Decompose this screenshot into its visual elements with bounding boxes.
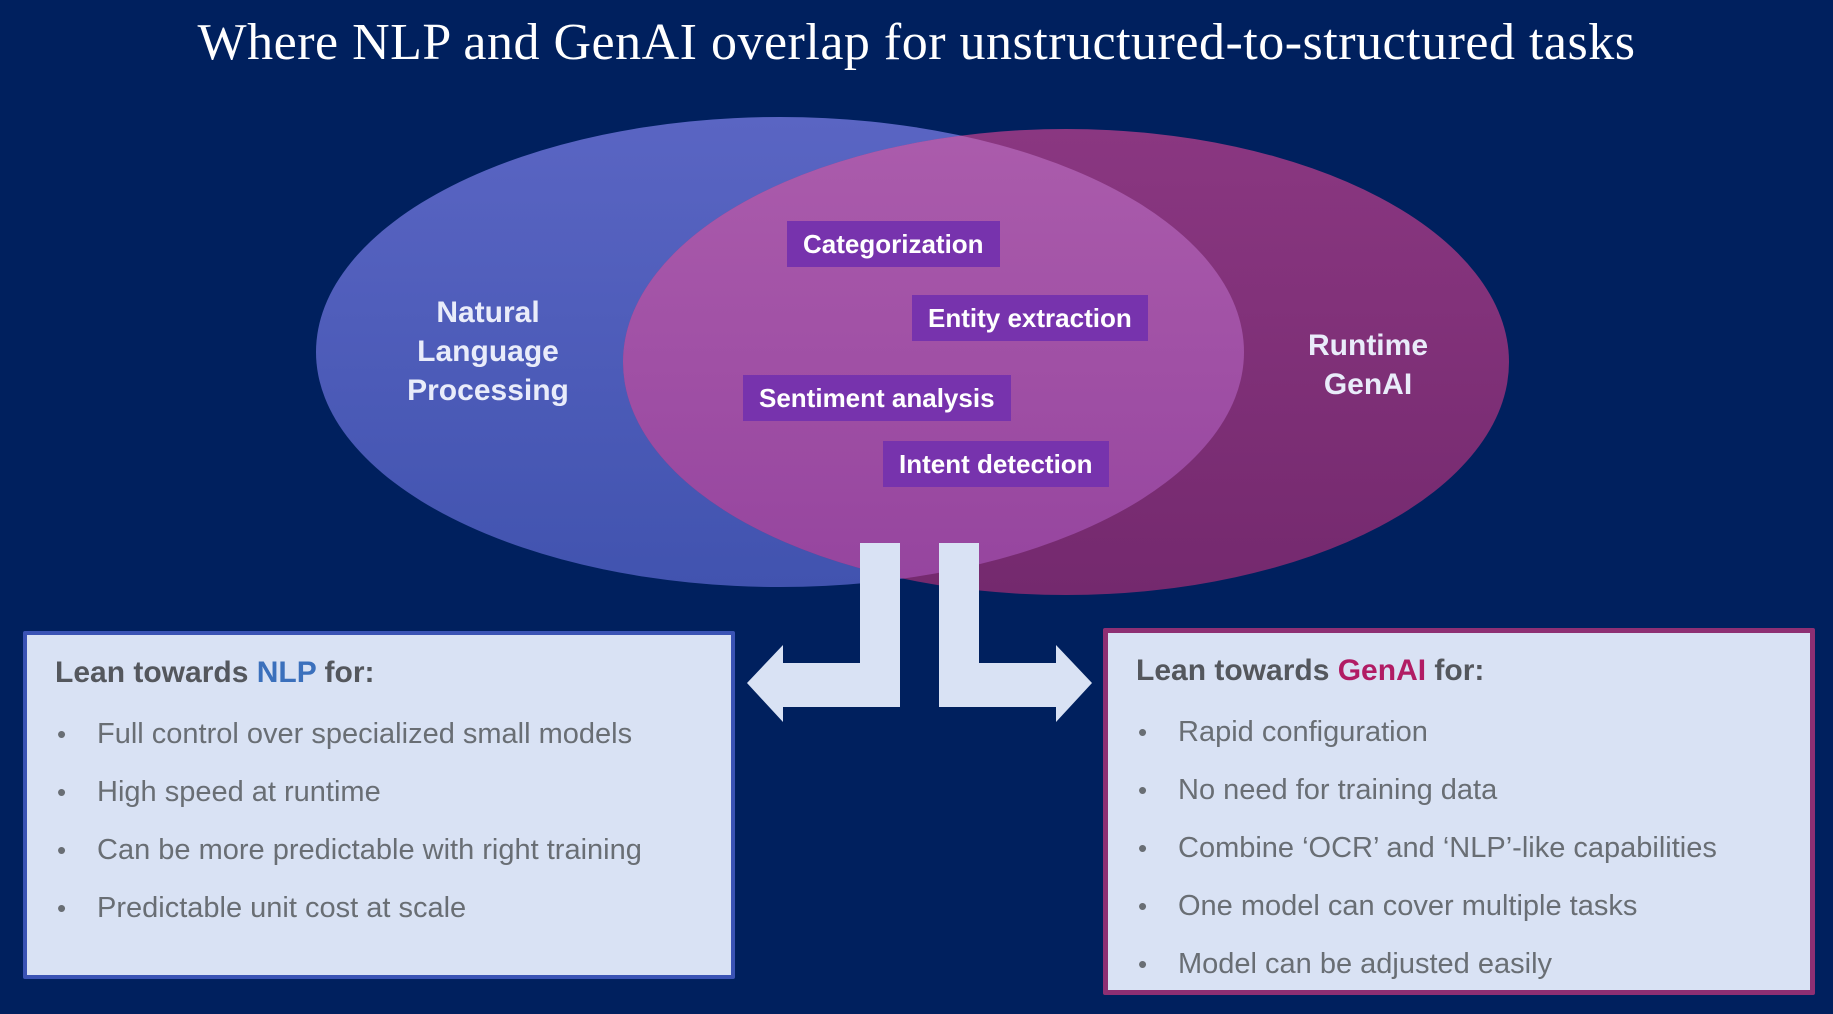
bullet-icon: • xyxy=(57,835,67,865)
list-item: • Full control over specialized small mod… xyxy=(51,705,711,763)
bullet-icon: • xyxy=(1138,891,1148,921)
heading-prefix: Lean towards xyxy=(1136,654,1338,687)
bullet-text: One model can cover multiple tasks xyxy=(1178,890,1638,922)
list-item: • One model can cover multiple tasks xyxy=(1132,877,1790,935)
heading-accent-nlp: NLP xyxy=(256,656,317,689)
overlap-item-entity-extraction: Entity extraction xyxy=(912,295,1148,341)
list-item: • Rapid configuration xyxy=(1132,703,1790,761)
list-item: • Combine ‘OCR’ and ‘NLP’-like capabiliti… xyxy=(1132,819,1790,877)
bullet-icon: • xyxy=(57,719,67,749)
genai-bullet-list: • Rapid configuration • No need for traini… xyxy=(1132,703,1790,993)
bullet-text: Combine ‘OCR’ and ‘NLP’-like capabilitie… xyxy=(1178,832,1717,864)
genai-panel-heading: Lean towards GenAI for: xyxy=(1136,651,1790,691)
list-item: • Model can be adjusted easily xyxy=(1132,935,1790,993)
bullet-text: No need for training data xyxy=(1178,774,1498,806)
list-item: • High speed at runtime xyxy=(51,763,711,821)
nlp-bullet-list: • Full control over specialized small mod… xyxy=(51,705,711,937)
nlp-circle-label: Natural Language Processing xyxy=(407,296,569,407)
heading-prefix: Lean towards xyxy=(55,656,257,689)
list-item: • No need for training data xyxy=(1132,761,1790,819)
bullet-text: Full control over specialized small mode… xyxy=(97,718,633,750)
genai-circle-label: Runtime GenAI xyxy=(1308,329,1428,401)
left-arrow xyxy=(747,543,900,722)
bullet-text: Predictable unit cost at scale xyxy=(97,892,467,924)
bullet-icon: • xyxy=(57,777,67,807)
heading-accent-genai: GenAI xyxy=(1337,654,1427,687)
nlp-panel: Lean towards NLP for: • Full control over… xyxy=(23,631,735,979)
list-item: • Predictable unit cost at scale xyxy=(51,879,711,937)
overlap-item-categorization: Categorization xyxy=(787,221,1000,267)
heading-suffix: for: xyxy=(1426,654,1485,687)
right-arrow xyxy=(939,543,1092,722)
bullet-text: Can be more predictable with right train… xyxy=(97,834,642,866)
bullet-icon: • xyxy=(1138,833,1148,863)
bullet-text: Model can be adjusted easily xyxy=(1178,948,1553,980)
genai-panel: Lean towards GenAI for: • Rapid configura… xyxy=(1103,628,1815,995)
bullet-icon: • xyxy=(57,893,67,923)
bullet-icon: • xyxy=(1138,775,1148,805)
bullet-icon: • xyxy=(1138,717,1148,747)
page-title: Where NLP and GenAI overlap for unstruct… xyxy=(197,14,1636,71)
bullet-text: Rapid configuration xyxy=(1178,716,1428,748)
bullet-icon: • xyxy=(1138,949,1148,979)
heading-suffix: for: xyxy=(316,656,375,689)
nlp-panel-heading: Lean towards NLP for: xyxy=(55,653,711,693)
list-item: • Can be more predictable with right trai… xyxy=(51,821,711,879)
overlap-item-sentiment-analysis: Sentiment analysis xyxy=(743,375,1011,421)
overlap-item-intent-detection: Intent detection xyxy=(883,441,1109,487)
bullet-text: High speed at runtime xyxy=(97,776,381,808)
